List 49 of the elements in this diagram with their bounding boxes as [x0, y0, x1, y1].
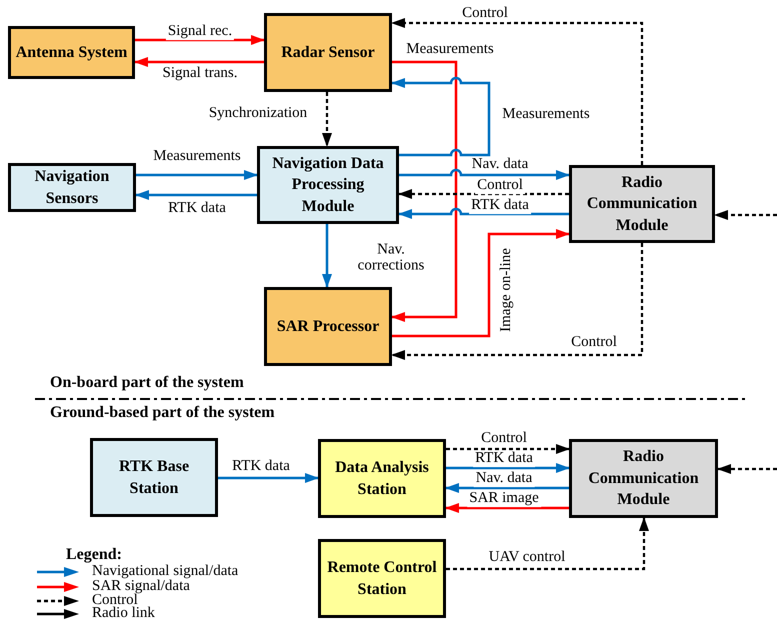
- process-box: Radar Sensor: [264, 13, 392, 92]
- edge-label: SAR image: [467, 491, 541, 507]
- edge-label: Signal trans.: [160, 66, 240, 82]
- arrow: [136, 170, 258, 180]
- arrow: [135, 35, 265, 45]
- arrow: [714, 210, 777, 220]
- edge-label: Synchronization: [206, 106, 310, 122]
- process-box: Navigation Sensors: [8, 163, 136, 212]
- arrow: [391, 18, 644, 165]
- section-label: Ground-based part of the system: [50, 405, 275, 421]
- process-box: SAR Processor: [264, 287, 392, 366]
- edge-label: Image on-line: [499, 246, 515, 334]
- edge-label: RTK data: [473, 451, 535, 467]
- arrow: [398, 189, 569, 199]
- arrow: [398, 208, 569, 219]
- arrow: [717, 464, 777, 474]
- arrow: [391, 76, 490, 156]
- arrow: [391, 60, 458, 322]
- arrow: [446, 517, 649, 570]
- edge-label: Signal rec.: [166, 24, 234, 40]
- process-box: Remote Control Station: [318, 539, 446, 618]
- arrow: [445, 503, 569, 513]
- arrow: [322, 224, 332, 288]
- arrow: [399, 168, 570, 180]
- arrow: [392, 229, 570, 338]
- edge-label: Control: [460, 6, 510, 22]
- arrow: [445, 483, 569, 493]
- process-box: Data Analysis Station: [318, 439, 446, 518]
- legend-text: Navigational signal/data: [92, 564, 238, 579]
- arrow: [322, 92, 332, 147]
- arrow: [446, 444, 570, 454]
- legend-text: SAR signal/data: [92, 579, 190, 594]
- arrow: [218, 473, 319, 483]
- section-label: On-board part of the system: [50, 375, 244, 391]
- process-box: Radio Communication Module: [569, 165, 715, 243]
- arrow: [446, 463, 570, 473]
- legend-title: Legend:: [66, 547, 122, 563]
- process-box: RTK Base Station: [90, 438, 218, 517]
- arrow: [134, 57, 264, 67]
- legend-text: Control: [92, 593, 138, 608]
- legend-text: Radio link: [92, 606, 155, 621]
- arrow: [135, 190, 257, 200]
- edge-label: Control: [475, 178, 525, 194]
- arrow: [391, 243, 644, 360]
- process-box: Navigation Data Processing Module: [257, 146, 399, 224]
- edge-label: RTK data: [469, 198, 531, 214]
- process-box: Radio Communication Module: [569, 439, 718, 518]
- process-box: Antenna System: [8, 26, 135, 79]
- edge-label: Nav. data: [474, 471, 534, 487]
